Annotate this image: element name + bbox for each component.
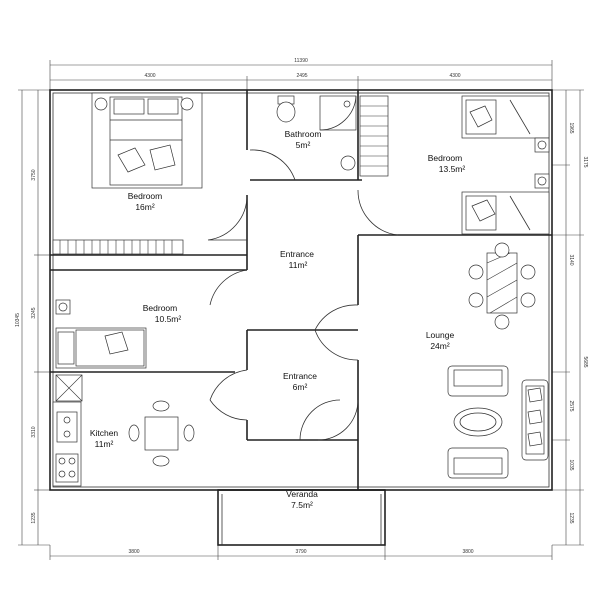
bed-bedroom3 [55,299,147,369]
door-veranda [299,399,341,441]
label-entrance2-area: 6m² [293,382,308,392]
dim-left-1: 3750 [31,169,37,180]
wardrobe-1 [52,239,184,255]
label-kitchen-area: 11m² [95,439,114,449]
single-bed-2 [461,173,550,235]
label-kitchen-name: Kitchen [90,428,119,438]
label-lounge-area: 24m² [430,341,450,351]
door-bedroom3 [209,269,248,306]
dim-bottom-2: 3790 [295,549,306,555]
dim-top-total: 11390 [294,58,308,64]
door-bedroom1 [207,194,248,241]
dim-left-3: 3310 [31,426,37,437]
dimension-lines [18,60,584,560]
dim-right-3: 3140 [568,254,574,265]
label-bedroom2-area: 13.5m² [439,164,466,174]
dim-right-5: 1035 [568,459,574,470]
label-bedroom3-area: 10.5m² [155,314,182,324]
label-bedroom1-area: 16m² [135,202,155,212]
shower [319,95,357,131]
label-veranda-area: 7.5m² [291,500,313,510]
room-labels: Bedroom 16m² Bathroom 5m² Bedroom 13.5m²… [90,129,466,510]
label-lounge-name: Lounge [426,330,455,340]
label-bathroom-area: 5m² [296,140,311,150]
door-lounge-2 [314,329,359,361]
door-swings [207,149,399,441]
dining-table-kitchen [128,400,195,467]
sofa-set [447,365,549,479]
dim-bottom-1: 3800 [128,549,139,555]
dim-bottom-3: 3800 [462,549,473,555]
stove [55,453,79,483]
dim-left-4: 1235 [31,512,37,523]
sink [340,155,356,171]
door-kitchen [209,369,248,401]
dim-left-2: 3245 [31,307,37,318]
door-bathroom [249,149,296,181]
dim-top-3: 4300 [449,73,460,79]
dim-right-2: 3175 [582,156,588,167]
dimension-labels: 11390 4300 2495 4300 3800 3790 3800 1034… [15,58,588,555]
door-veranda-2 [317,399,359,441]
kitchen-sink [56,411,78,443]
dim-top-1: 4300 [144,73,155,79]
label-bedroom1-name: Bedroom [128,191,163,201]
dim-right-total: 5685 [582,356,588,367]
single-bed-1 [461,95,550,153]
dim-top-2: 2495 [296,73,307,79]
door-kitchen-2 [209,399,248,421]
double-bed-1 [91,92,203,189]
label-entrance2-name: Entrance [283,371,317,381]
walls [49,89,553,546]
dim-right-4: 2575 [568,400,574,411]
label-veranda-name: Veranda [286,489,318,499]
dim-right-6: 1235 [568,512,574,523]
dining-table-lounge [468,242,536,330]
bathroom-fixtures [276,95,389,177]
label-bedroom3-name: Bedroom [143,303,178,313]
dim-left-total: 10345 [15,313,21,327]
nightstand-lamp-left [94,97,108,111]
label-bathroom-name: Bathroom [285,129,322,139]
door-lounge [314,304,359,331]
door-bedroom2 [357,189,399,236]
dim-right-1: 1965 [568,122,574,133]
nightstand-lamp-right [180,97,194,111]
kitchen-fixtures [52,374,83,487]
label-entrance1-name: Entrance [280,249,314,259]
label-bedroom2-name: Bedroom [428,153,463,163]
coffee-table [453,407,503,437]
label-entrance1-area: 11m² [289,260,308,270]
